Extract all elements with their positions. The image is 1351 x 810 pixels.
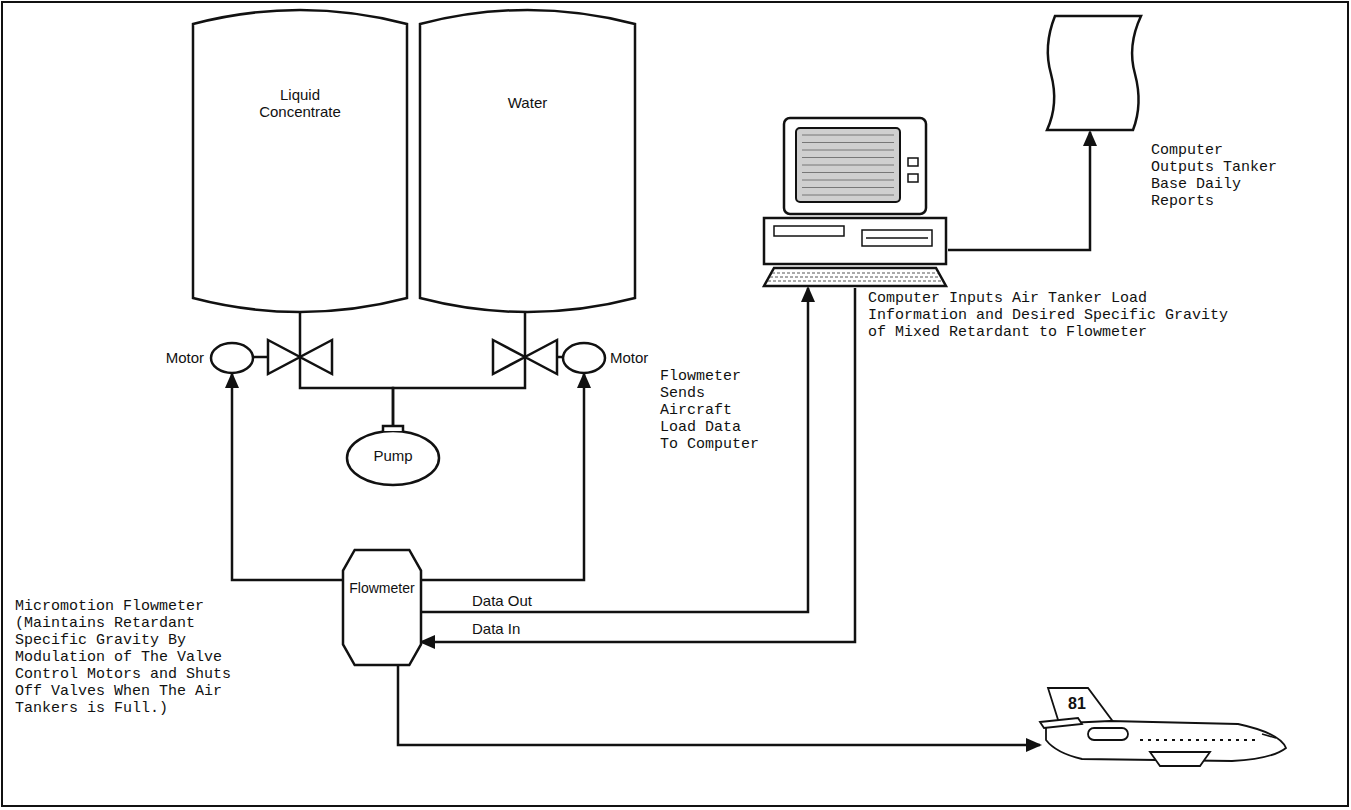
computer-part xyxy=(802,180,894,181)
valve-symbol xyxy=(493,340,557,374)
connector-line xyxy=(393,312,525,425)
valve-motor: Motor xyxy=(210,342,254,374)
pump-part xyxy=(347,431,439,485)
tank-part xyxy=(193,10,407,312)
computer-part xyxy=(802,150,894,151)
tank-outline xyxy=(193,10,407,312)
pump: Pump xyxy=(345,425,441,487)
motor-shaft xyxy=(254,356,268,359)
ellipse-outline xyxy=(562,342,606,374)
air-tanker-aircraft xyxy=(1040,688,1286,766)
computer-part xyxy=(802,142,894,143)
computer-outline xyxy=(762,118,948,288)
label-holder: Pump xyxy=(345,425,441,487)
paper-outline xyxy=(1045,14,1143,132)
caption-text: Computer Inputs Air Tanker Load Informat… xyxy=(868,290,1240,341)
node-label: Flowmeter xyxy=(349,580,414,597)
connector-line xyxy=(421,374,584,580)
label-holder: Water xyxy=(420,10,635,312)
computer-part xyxy=(784,118,926,214)
tank-outline xyxy=(420,10,635,312)
label-holder: Liquid Concentrate xyxy=(193,10,407,312)
computer-part xyxy=(774,226,844,236)
edge-label: Data In xyxy=(470,620,522,637)
computer-part xyxy=(802,172,894,173)
note-text: Flowmeter Sends Aircraft Load Data To Co… xyxy=(660,368,760,453)
computer-part xyxy=(866,237,928,239)
node-label: Pump xyxy=(373,447,412,464)
connector-line xyxy=(421,288,808,612)
connector-line xyxy=(948,132,1090,250)
computer-part xyxy=(764,268,946,286)
storage-tank: Water xyxy=(420,10,635,312)
computer-part xyxy=(908,174,918,182)
ellipse-part xyxy=(563,343,605,373)
storage-tank: Liquid Concentrate xyxy=(193,10,407,312)
flowmeter: Flowmeter xyxy=(343,550,421,665)
computer-part xyxy=(802,187,894,188)
computer-part xyxy=(772,273,938,274)
valve-symbol xyxy=(268,340,332,374)
ellipse-outline xyxy=(210,342,254,374)
connector-line xyxy=(232,374,343,580)
computer-part xyxy=(770,277,940,278)
ellipse-part xyxy=(211,343,253,373)
note-text: Micromotion Flowmeter (Maintains Retarda… xyxy=(15,598,255,717)
computer-part xyxy=(802,195,894,196)
computer-part xyxy=(764,218,946,264)
hex-outline xyxy=(343,550,421,665)
tail-number: 81 xyxy=(1062,695,1092,712)
computer: Computer Inputs Air Tanker Load Informat… xyxy=(762,118,948,288)
computer-part xyxy=(802,135,894,136)
computer-part xyxy=(908,158,918,166)
connector-line xyxy=(300,312,393,425)
computer-part xyxy=(796,128,900,202)
valve-motor: Motor xyxy=(562,342,606,374)
connector-line xyxy=(421,288,855,642)
computer-part xyxy=(768,281,942,282)
node-label: Liquid Concentrate xyxy=(245,86,355,120)
computer-part xyxy=(802,157,894,158)
hex-part xyxy=(343,550,421,665)
tank-part xyxy=(420,10,635,312)
node-label: Water xyxy=(508,94,547,111)
caption-text: Motor xyxy=(146,349,204,366)
report-sheet: Computer Outputs Tanker Base Daily Repor… xyxy=(1045,14,1143,132)
edge-label: Data Out xyxy=(470,592,534,609)
caption-text: Motor xyxy=(610,349,670,366)
computer-part xyxy=(802,165,894,166)
pump-part xyxy=(383,426,403,431)
caption-text: Computer Outputs Tanker Base Daily Repor… xyxy=(1151,142,1291,210)
computer-part xyxy=(862,230,932,246)
fill-line xyxy=(398,665,1040,745)
label-holder: Flowmeter xyxy=(343,550,421,665)
paper-part xyxy=(1047,16,1141,130)
